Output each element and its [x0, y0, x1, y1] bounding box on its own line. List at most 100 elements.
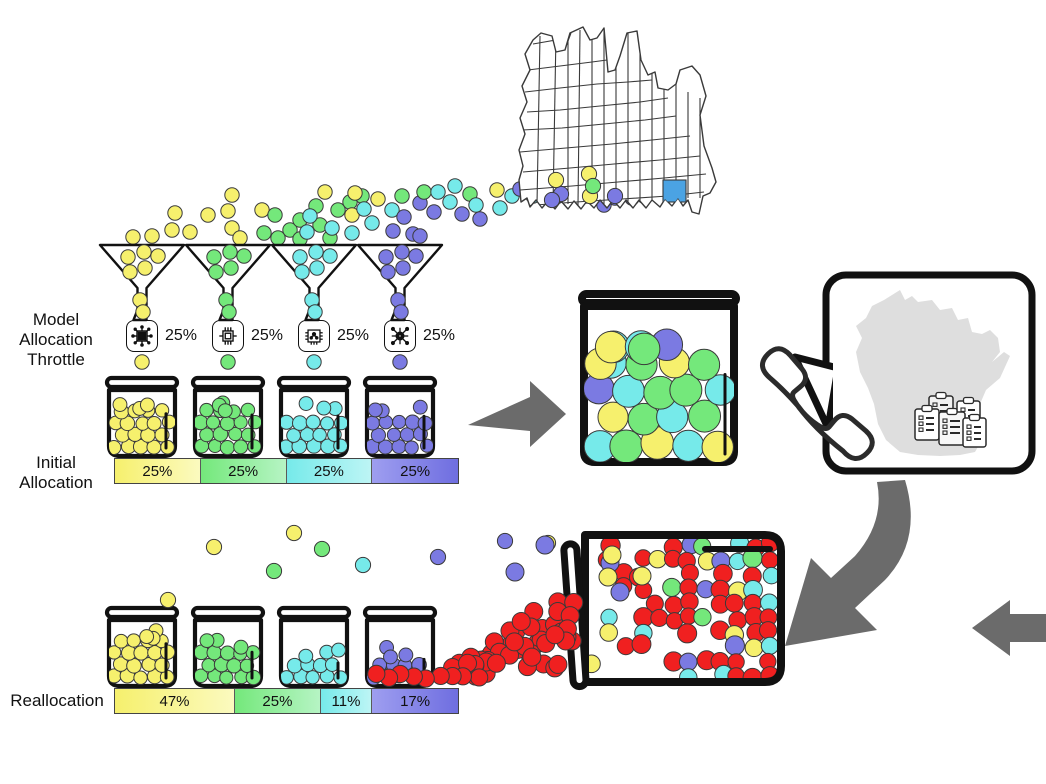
ball [492, 200, 508, 216]
ball [677, 623, 698, 644]
ball [112, 397, 128, 412]
ball [405, 226, 421, 242]
ball [594, 330, 628, 364]
ball [154, 633, 169, 649]
ball [406, 669, 422, 685]
ball [600, 608, 618, 626]
ball [234, 669, 249, 685]
ball [628, 567, 649, 587]
ball [154, 403, 170, 418]
jar-body [364, 617, 436, 689]
ball [367, 402, 383, 418]
ball [109, 440, 122, 456]
ball [391, 439, 407, 455]
ball [319, 644, 335, 660]
ball [665, 612, 684, 630]
reallocation-segment-3: 11% [320, 689, 373, 713]
jar-lid [362, 605, 438, 620]
ball [636, 188, 652, 204]
ball [219, 440, 235, 456]
ball [404, 667, 423, 686]
ball [221, 304, 237, 320]
ball [525, 188, 541, 204]
ball [299, 224, 315, 240]
ball [233, 439, 249, 455]
ball [548, 602, 568, 622]
ball [344, 225, 360, 241]
jar-lid [104, 375, 180, 390]
clipboard-survey-icon [914, 391, 987, 448]
ball [267, 207, 283, 223]
ball [714, 664, 733, 682]
ball [677, 551, 696, 571]
ball [140, 427, 156, 443]
ball [134, 354, 150, 370]
ball [724, 625, 745, 645]
ball [472, 211, 488, 227]
ball [372, 657, 388, 673]
ball [344, 207, 360, 223]
chip-blue[interactable] [384, 320, 416, 352]
ball [693, 608, 712, 627]
ball [148, 623, 164, 639]
chip-cyan[interactable] [298, 320, 330, 352]
ball [127, 426, 143, 442]
ball [195, 668, 209, 684]
ball [370, 191, 386, 207]
ball [145, 630, 161, 646]
initial-allocation-segment-3: 25% [286, 459, 373, 483]
funnel-body [184, 243, 272, 322]
ball [476, 652, 496, 672]
ball [397, 657, 413, 673]
ball [211, 397, 227, 413]
reallocation-bar: 47%25%11%17% [114, 688, 459, 714]
ball [524, 602, 544, 622]
ball [412, 195, 428, 211]
county-border [524, 79, 653, 93]
ball [645, 594, 664, 613]
ball [412, 399, 428, 415]
ball [239, 658, 255, 673]
ball [205, 538, 223, 556]
ball [759, 652, 777, 671]
chip-yellow[interactable] [126, 320, 158, 352]
ball [333, 438, 347, 454]
chip-green[interactable] [212, 320, 244, 352]
bubble-box [822, 271, 1036, 475]
ball [527, 634, 547, 654]
ball [213, 403, 228, 419]
ball [545, 658, 565, 678]
ball [377, 439, 394, 455]
ball [711, 551, 731, 571]
ball [634, 581, 653, 600]
ball [500, 645, 520, 665]
funnel-body [270, 243, 358, 322]
jar-blue-initial [362, 375, 438, 459]
ball [550, 188, 566, 204]
ball [458, 660, 478, 680]
ball [548, 654, 568, 674]
arrow-curved-down-left [785, 480, 911, 646]
county-border [521, 115, 677, 131]
ball [557, 627, 577, 647]
ball [592, 185, 608, 201]
ball [217, 403, 233, 419]
ball [322, 230, 338, 246]
county-border [536, 35, 541, 206]
ball [150, 248, 166, 264]
ball [240, 427, 256, 443]
ball [556, 631, 576, 651]
ball [412, 228, 428, 244]
ball [688, 348, 721, 381]
ball [648, 549, 667, 569]
ball [584, 347, 617, 380]
ball [643, 375, 678, 410]
ball [367, 664, 386, 683]
jar-contents [195, 632, 261, 686]
ball [650, 328, 684, 361]
ball-stream-to-map [125, 178, 652, 247]
jar-body [580, 302, 738, 466]
ball [743, 593, 762, 613]
